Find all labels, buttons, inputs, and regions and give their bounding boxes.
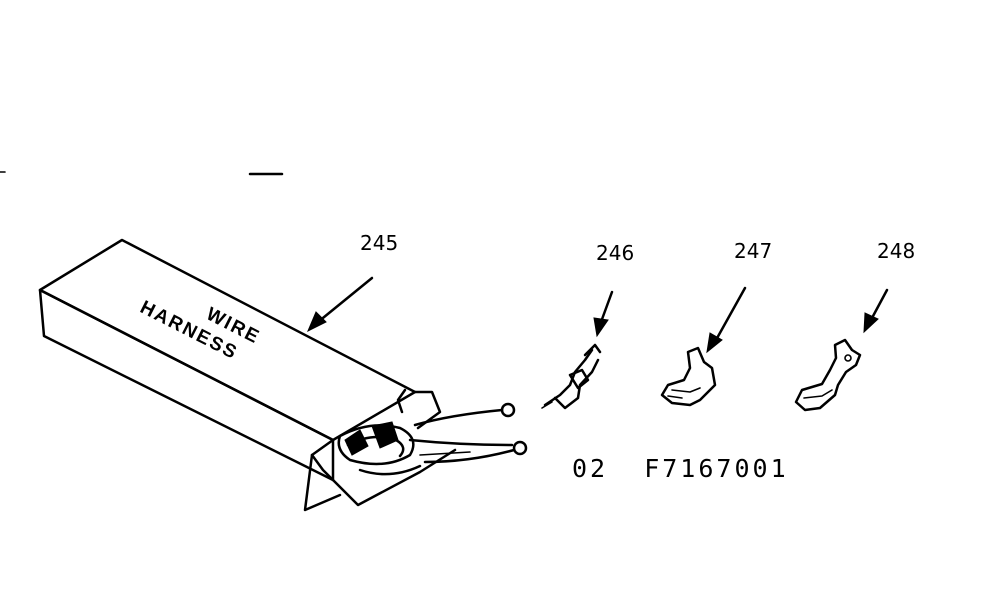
terminal-247 <box>660 346 717 407</box>
leader-arrow-247 <box>706 286 747 354</box>
terminal-248 <box>794 338 862 412</box>
leader-arrow-245 <box>307 276 374 333</box>
callout-245: 245 <box>360 231 398 255</box>
leader-arrow-248 <box>863 288 889 334</box>
box-label: WIRE HARNESS <box>137 297 264 364</box>
leader-arrow-246 <box>593 290 614 338</box>
callout-247: 247 <box>734 239 772 263</box>
scan-marks <box>0 171 284 176</box>
callout-246: 246 <box>596 241 634 265</box>
drawing-code: 02 F7167001 <box>572 454 789 483</box>
wire-harness-box <box>38 238 528 512</box>
terminal-246 <box>541 343 602 410</box>
callout-248: 248 <box>877 239 915 263</box>
